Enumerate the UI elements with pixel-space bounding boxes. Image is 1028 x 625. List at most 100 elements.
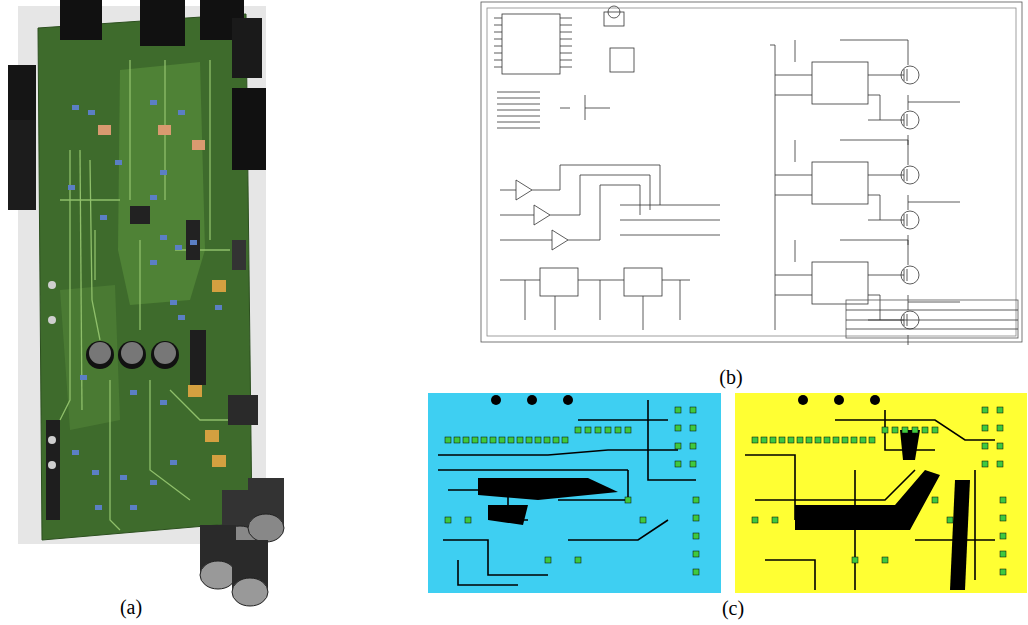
top-layer (735, 393, 1027, 593)
trace (438, 450, 678, 455)
panel-label: (b) (719, 366, 742, 388)
wire (532, 165, 660, 205)
pad (882, 427, 888, 433)
panel-label: (a) (120, 596, 142, 618)
pad (690, 461, 696, 467)
wire (908, 95, 909, 110)
wire (868, 220, 900, 221)
pad (544, 437, 550, 443)
mosfet-symbol (900, 66, 919, 84)
smd-component (215, 305, 222, 310)
pad (625, 427, 631, 433)
smd-component (80, 375, 87, 380)
pad (1000, 569, 1006, 575)
wire (775, 195, 812, 196)
trace (139, 240, 140, 330)
pad (997, 407, 1003, 413)
pad (575, 427, 581, 433)
mosfet-symbol (900, 211, 919, 229)
trace (765, 560, 815, 590)
pad (562, 437, 568, 443)
pad (761, 437, 767, 443)
wire (560, 39, 572, 40)
mosfet-symbol (900, 166, 919, 184)
pad (615, 427, 621, 433)
mosfet-symbol (900, 266, 919, 284)
heatsink (60, 0, 102, 40)
wire (497, 116, 540, 117)
trace (558, 470, 628, 500)
wire (795, 240, 796, 262)
bulk-caps (200, 478, 284, 606)
pad (833, 437, 839, 443)
pad (445, 437, 451, 443)
wire (494, 53, 502, 54)
pad (932, 497, 938, 503)
pad (675, 443, 681, 449)
pad (445, 517, 451, 523)
pad (192, 140, 205, 150)
pad (997, 461, 1003, 467)
trace (94, 230, 95, 280)
wire (560, 18, 572, 19)
copper-pour (900, 430, 920, 460)
bottom-layer (428, 393, 721, 593)
board (38, 14, 252, 540)
smd-parts (68, 100, 222, 510)
trace (745, 455, 795, 520)
pad (158, 125, 171, 135)
wire (497, 128, 540, 129)
pcb-render (8, 0, 284, 606)
pad (526, 437, 532, 443)
wire (494, 39, 502, 40)
wire (560, 25, 572, 26)
wire (775, 295, 812, 296)
smd-component (68, 185, 75, 190)
pcb-layouts (428, 393, 1027, 593)
wire (560, 46, 572, 47)
ic (46, 420, 60, 520)
pad (693, 533, 699, 539)
wire (868, 175, 900, 176)
pad (535, 437, 541, 443)
mount-hole (563, 395, 573, 405)
smd-component (160, 235, 167, 240)
smd-component (95, 505, 102, 510)
pad (575, 557, 581, 563)
wire (585, 95, 586, 120)
wire (908, 202, 960, 203)
wire (840, 240, 908, 265)
wire (560, 108, 570, 109)
trace (150, 380, 190, 500)
pad (779, 437, 785, 443)
pad (997, 425, 1003, 431)
trace (90, 160, 100, 340)
pad (982, 443, 988, 449)
pad (675, 407, 681, 413)
wire (908, 195, 909, 210)
mosfet-symbol (900, 311, 919, 329)
wire (585, 108, 610, 109)
pad (690, 425, 696, 431)
wire (578, 280, 624, 281)
pad (770, 437, 776, 443)
wire (908, 295, 909, 310)
heatsink (8, 120, 36, 210)
ic (186, 220, 200, 260)
wire (840, 140, 908, 165)
pad (675, 461, 681, 467)
wire (868, 120, 900, 121)
pad (922, 427, 928, 433)
copper-pour (950, 480, 970, 590)
trace (648, 400, 696, 480)
trace (835, 420, 995, 440)
smd-component (178, 315, 185, 320)
trace (448, 490, 528, 520)
wire (568, 185, 640, 240)
copper-pour (60, 285, 120, 430)
pad (640, 517, 646, 523)
regulator (232, 240, 246, 270)
pad (752, 437, 758, 443)
wire (620, 220, 720, 221)
